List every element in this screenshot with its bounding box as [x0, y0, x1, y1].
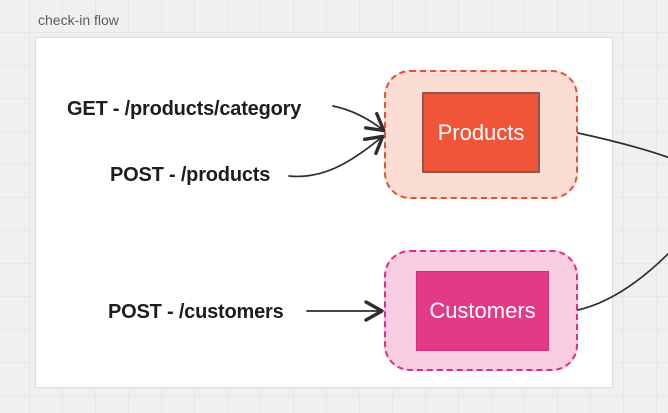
customers-node[interactable]: Customers [416, 271, 549, 351]
label-post-customers[interactable]: POST - /customers [108, 301, 284, 323]
frame-label[interactable]: check-in flow [38, 12, 119, 28]
products-node-label: Products [437, 119, 525, 145]
arrow-get-category-to-products[interactable] [332, 105, 386, 133]
label-get-products-category[interactable]: GET - /products/category [67, 98, 302, 120]
customers-node-label: Customers [429, 298, 536, 323]
arrow-post-products-to-products[interactable] [288, 134, 385, 178]
label-post-products[interactable]: POST - /products [110, 164, 271, 186]
products-node[interactable]: Products [422, 92, 540, 173]
curve-products-to-offscreen[interactable] [577, 132, 668, 159]
curve-customers-to-offscreen[interactable] [577, 252, 668, 311]
